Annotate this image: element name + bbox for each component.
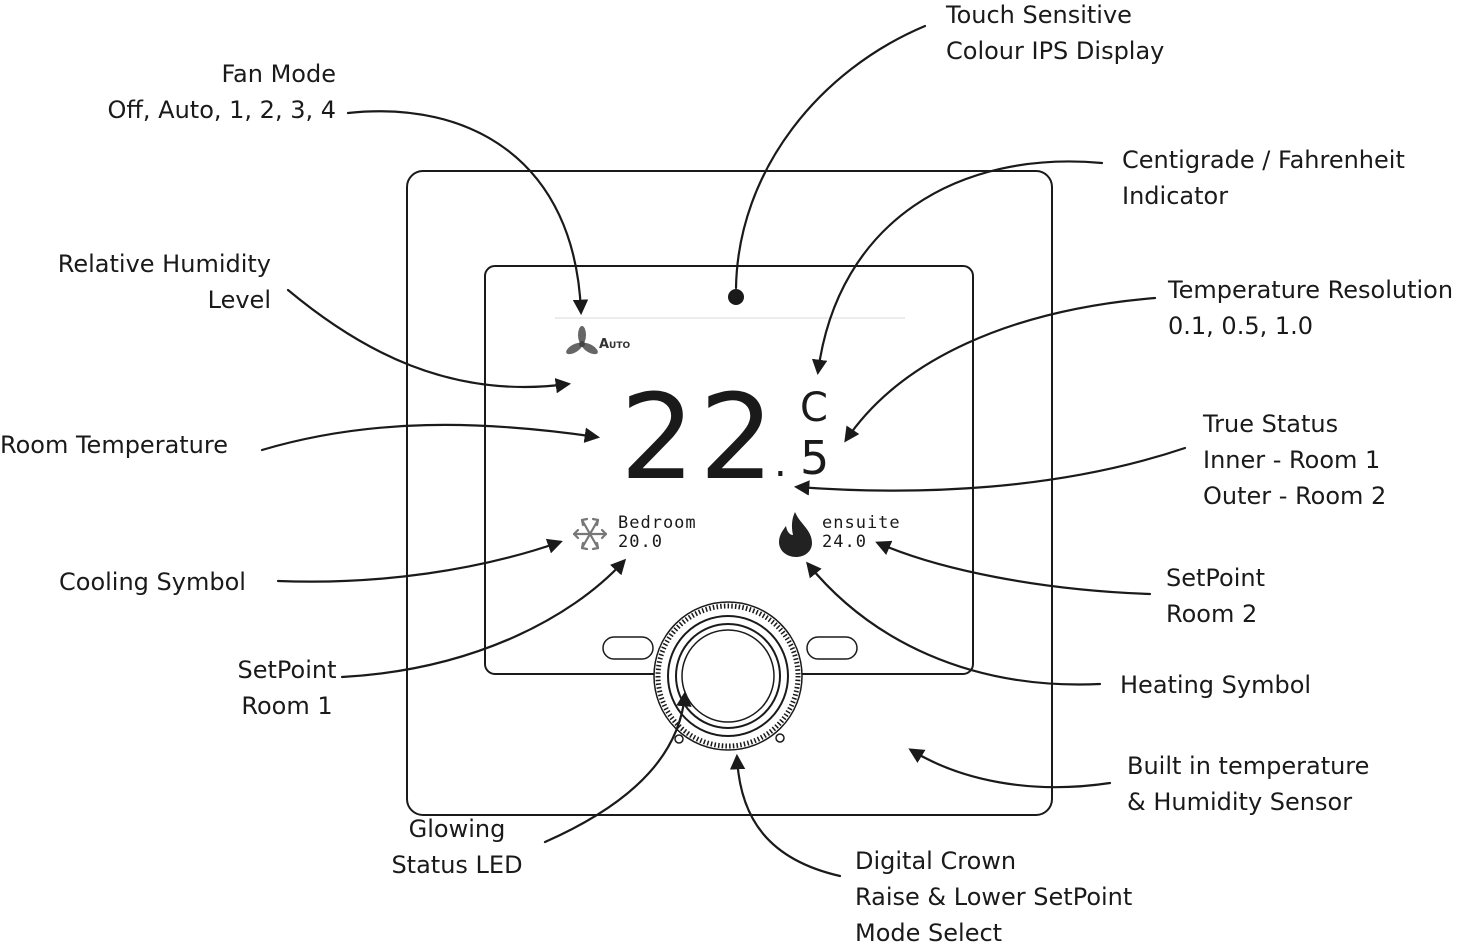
room2-setpoint: 24.0 [822,532,867,552]
arrow-setpoint-room1 [340,558,627,679]
arrow-crown [729,753,842,878]
fan-mode-value: Auto [599,337,631,352]
arrow-led [543,690,692,844]
label-sensor: Built in temperature& Humidity Sensor [1127,752,1370,816]
arrow-true-status [793,446,1187,496]
arrow-room-temp [260,423,601,452]
faceplate-outline [406,170,1053,816]
arrow-centigrade [811,160,1104,376]
label-room-temperature: Room Temperature [0,431,228,459]
room1-name: Bedroom [618,513,697,533]
room-temperature-dot: . [774,440,787,486]
digital-crown-dial [653,601,803,751]
arrow-cooling [276,538,563,583]
room1-setpoint: 20.0 [618,532,663,552]
arrow-setpoint-room2 [875,540,1152,596]
touch-dot [728,289,744,305]
arrow-touch-display [734,24,927,290]
arrow-heating [806,561,1102,686]
arrow-resolution [844,296,1157,443]
status-led-left [674,734,684,744]
label-cooling: Cooling Symbol [59,568,246,596]
label-heating: Heating Symbol [1120,671,1312,699]
left-touch-key [602,636,654,660]
right-touch-key [806,636,858,660]
flame-icon [779,512,812,557]
room-temperature-whole: 22 [620,368,779,506]
fan-icon [566,326,598,355]
arrow-sensor [908,748,1112,789]
temperature-unit-indicator: C [800,385,828,431]
arrow-fan-mode [346,110,589,316]
status-led-right [775,733,785,743]
snowflake-icon [572,517,608,551]
room2-name: ensuite [822,513,901,533]
room-temperature-decimal: 5 [800,431,830,485]
arrow-humidity [286,288,572,394]
